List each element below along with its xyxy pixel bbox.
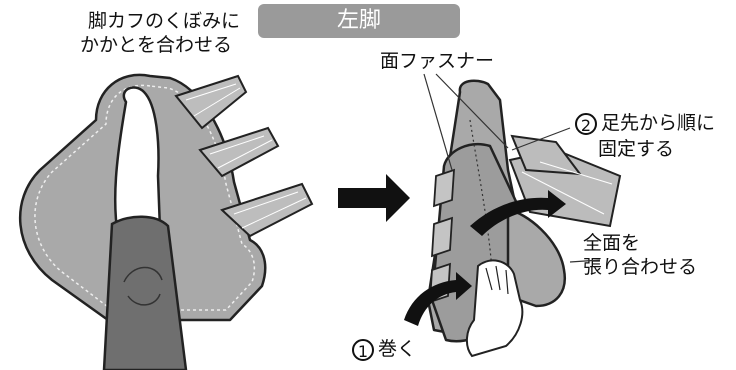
title-badge: 左脚	[258, 4, 460, 38]
step1-number: 1	[352, 338, 374, 361]
step2-text: 足先から順に	[601, 112, 716, 134]
velcro-label: 面ファスナー	[380, 50, 495, 72]
open-cuff-illustration	[18, 73, 314, 370]
step1-text: 巻く	[378, 338, 417, 360]
left-caption-line2: かかとを合わせる	[80, 34, 233, 56]
left-caption-line1: 脚カフのくぼみに	[88, 10, 241, 32]
fullface-line1: 全面を	[583, 232, 641, 254]
wrapping-cuff-illustration	[404, 73, 622, 358]
fullface-line2: 張り合わせる	[583, 256, 698, 278]
step2-line2: 固定する	[598, 138, 675, 160]
transition-arrow	[338, 174, 410, 222]
step2-number: 2	[575, 112, 597, 135]
